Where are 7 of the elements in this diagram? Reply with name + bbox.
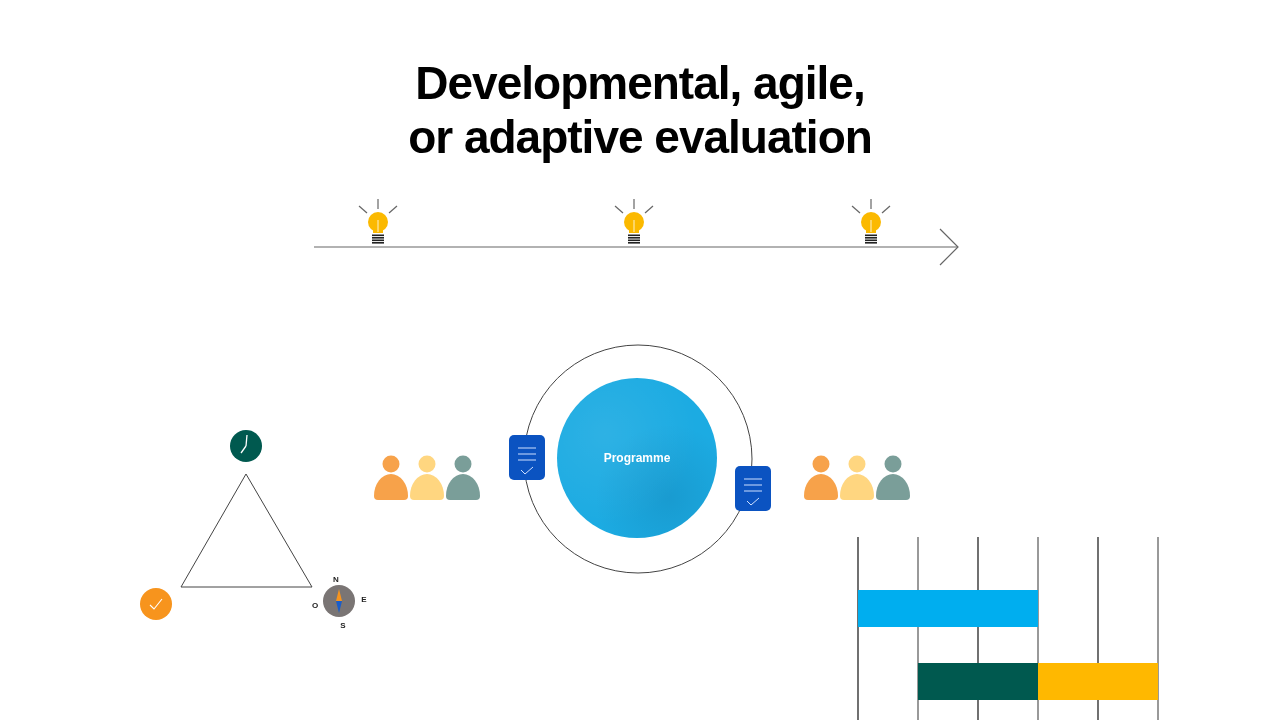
triangle-outline bbox=[180, 473, 314, 589]
compass-letter: E bbox=[361, 594, 367, 604]
title: Developmental, agile, or adaptive evaluation bbox=[407, 56, 873, 164]
compass-letter: N bbox=[333, 574, 339, 584]
compass-letter: O bbox=[311, 600, 319, 610]
compass-letter: S bbox=[340, 620, 346, 630]
node-label: Programme bbox=[603, 450, 671, 466]
